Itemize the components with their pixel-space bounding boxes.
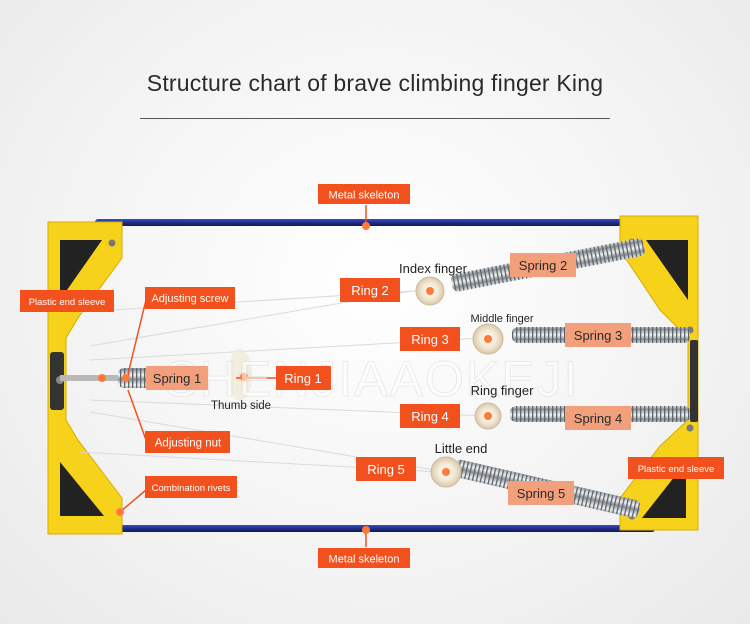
label-spring-2: Spring 2 <box>510 253 576 277</box>
label-spring-3: Spring 3 <box>565 323 631 347</box>
label-ring-1: Ring 1 <box>276 366 331 390</box>
svg-text:Ring 4: Ring 4 <box>411 409 449 424</box>
page-title: Structure chart of brave climbing finger… <box>146 70 604 96</box>
svg-text:Combination rivets: Combination rivets <box>152 483 231 494</box>
label-plastic-end-sleeve-left: Plastic end sleeve <box>20 290 114 312</box>
svg-text:Ring 1: Ring 1 <box>284 371 322 386</box>
label-ring-finger: Ring finger <box>471 383 535 398</box>
label-index-finger: Index finger <box>399 261 468 276</box>
watermark-text: SHENJIAAOKEJI <box>165 351 580 407</box>
right-end-sleeve <box>619 215 699 531</box>
label-thumb-side: Thumb side <box>211 400 271 412</box>
label-adjusting-nut: Adjusting nut <box>145 431 230 453</box>
label-ring-5: Ring 5 <box>356 457 416 481</box>
svg-text:Ring 3: Ring 3 <box>411 332 449 347</box>
svg-text:Spring 2: Spring 2 <box>519 258 567 273</box>
svg-text:Plastic end sleeve: Plastic end sleeve <box>638 464 715 475</box>
label-spring-4: Spring 4 <box>565 406 631 430</box>
label-little-end: Little end <box>435 441 488 456</box>
label-metal-skeleton-top: Metal skeleton <box>318 184 410 204</box>
label-plastic-end-sleeve-right: Plastic end sleeve <box>628 457 724 479</box>
svg-text:Metal skeleton: Metal skeleton <box>329 554 400 566</box>
svg-text:Spring 3: Spring 3 <box>574 328 622 343</box>
svg-text:Adjusting nut: Adjusting nut <box>155 438 222 450</box>
label-middle-finger: Middle finger <box>471 313 534 325</box>
label-combination-rivets: Combination rivets <box>145 476 237 498</box>
svg-text:Adjusting screw: Adjusting screw <box>151 293 228 305</box>
label-ring-3: Ring 3 <box>400 327 460 351</box>
label-metal-skeleton-bottom: Metal skeleton <box>318 548 410 568</box>
metal-skeleton-bottom-bar <box>95 525 655 532</box>
svg-text:Ring 5: Ring 5 <box>367 462 405 477</box>
metal-skeleton-top-bar <box>95 219 655 226</box>
svg-text:Spring 5: Spring 5 <box>517 486 565 501</box>
title-underline <box>140 118 610 119</box>
svg-text:Metal skeleton: Metal skeleton <box>329 190 400 202</box>
svg-text:Spring 1: Spring 1 <box>153 371 201 386</box>
svg-text:Plastic end sleeve: Plastic end sleeve <box>29 297 106 308</box>
svg-text:Ring 2: Ring 2 <box>351 283 389 298</box>
pointer-lines <box>119 205 367 547</box>
label-spring-5: Spring 5 <box>508 481 574 505</box>
label-ring-4: Ring 4 <box>400 404 460 428</box>
label-spring-1: Spring 1 <box>146 366 208 390</box>
svg-text:Spring 4: Spring 4 <box>574 411 622 426</box>
label-adjusting-screw: Adjusting screw <box>145 287 235 309</box>
label-ring-2: Ring 2 <box>340 278 400 302</box>
